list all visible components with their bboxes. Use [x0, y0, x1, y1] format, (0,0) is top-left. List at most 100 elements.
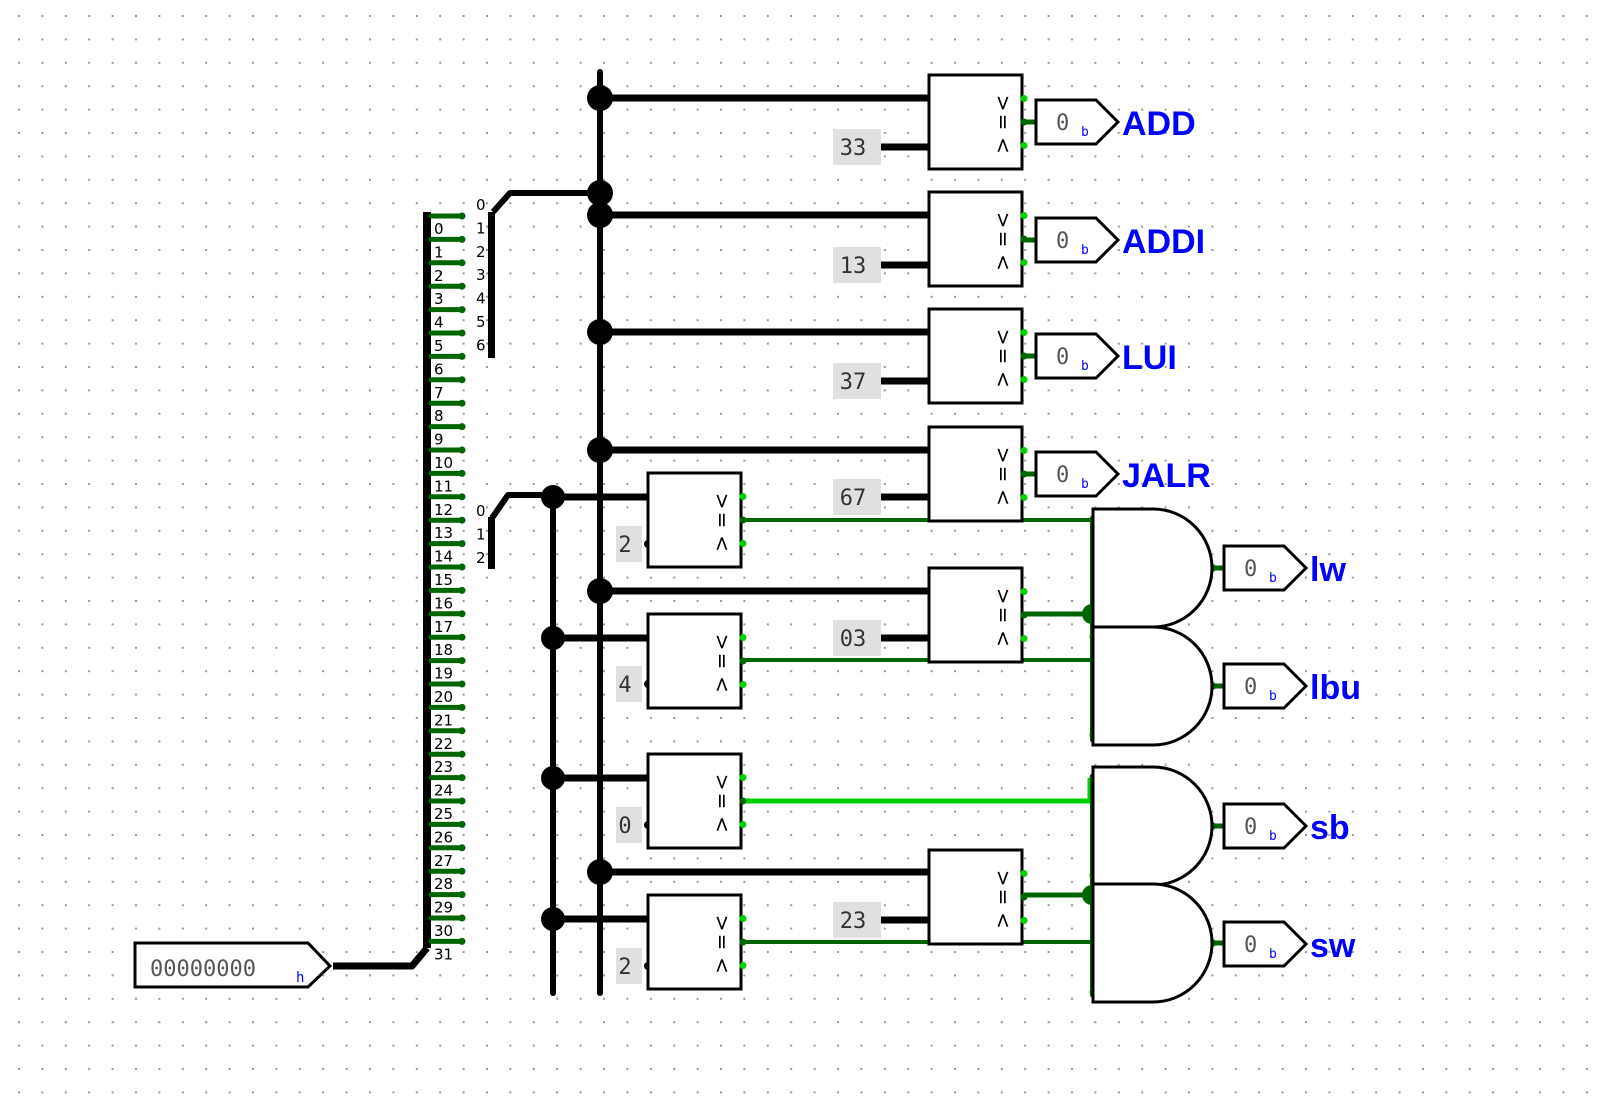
grid-dot: [252, 997, 254, 1000]
grid-dot: [1398, 1021, 1401, 1024]
grid-dot: [649, 342, 652, 345]
grid-dot: [883, 249, 886, 251]
grid-dot: [696, 1044, 699, 1047]
grid-dot: [696, 272, 699, 275]
grid-dot: [1422, 670, 1424, 673]
grid-dot: [977, 834, 980, 836]
grid-dot: [392, 249, 395, 251]
grid-dot: [1445, 366, 1448, 368]
output-pin-body[interactable]: [1034, 216, 1121, 264]
grid-dot: [392, 85, 395, 88]
comparator-symbol: <: [711, 957, 735, 974]
grid-dot: [603, 483, 605, 485]
output-pin-body[interactable]: [1034, 332, 1121, 380]
grid-dot: [579, 810, 582, 813]
grid-dot: [673, 15, 676, 17]
output-pin-body[interactable]: [1222, 920, 1309, 968]
grid-dot: [369, 1044, 371, 1047]
input-pin-body[interactable]: [133, 941, 333, 989]
grid-dot: [1305, 693, 1307, 696]
splitter-bit-label: 14: [434, 548, 453, 566]
grid-dot: [158, 15, 161, 17]
grid-dot: [1492, 740, 1495, 743]
grid-dot: [977, 178, 980, 181]
splitter-bit-label: 27: [434, 852, 453, 870]
grid-dot: [696, 225, 699, 228]
grid-dot: [1398, 646, 1401, 649]
output-pin-body[interactable]: [1222, 662, 1309, 710]
grid-dot: [1211, 1068, 1214, 1070]
grid-dot: [486, 740, 488, 743]
grid-dot: [1258, 1044, 1261, 1047]
grid-dot: [1047, 763, 1050, 766]
grid-dot: [1328, 202, 1331, 205]
comparator-symbol: =: [711, 793, 735, 810]
grid-dot: [1211, 623, 1214, 626]
grid-dot: [41, 132, 44, 134]
grid-dot: [181, 38, 184, 41]
grid-dot: [1468, 740, 1471, 743]
grid-dot: [1398, 670, 1401, 673]
output-pin-body[interactable]: [1034, 98, 1121, 146]
grid-dot: [1351, 857, 1354, 860]
grid-dot: [837, 1091, 839, 1094]
grid-dot: [1539, 880, 1541, 883]
grid-dot: [1422, 225, 1424, 228]
grid-dot: [1445, 108, 1448, 111]
grid-dot: [1585, 178, 1588, 181]
grid-dot: [1305, 295, 1307, 298]
grid-dot: [369, 717, 371, 719]
grid-dot: [1515, 366, 1518, 368]
grid-dot: [275, 623, 278, 626]
grid-dot: [345, 342, 348, 345]
grid-dot: [860, 342, 863, 345]
grid-dot: [1047, 155, 1050, 158]
grid-dot: [1164, 1091, 1167, 1094]
grid-dot: [1562, 646, 1565, 649]
grid-dot: [1562, 1091, 1565, 1094]
splitter-bit-label: 4: [434, 314, 444, 332]
grid-dot: [205, 646, 208, 649]
grid-dot: [1024, 927, 1027, 930]
grid-dot: [1492, 108, 1495, 111]
grid-dot: [556, 132, 559, 134]
grid-dot: [322, 132, 325, 134]
grid-dot: [1351, 483, 1354, 485]
grid-dot: [322, 1044, 325, 1047]
grid-dot: [626, 600, 629, 602]
grid-dot: [1351, 740, 1354, 743]
grid-dot: [1422, 927, 1424, 930]
output-pin-body[interactable]: [1222, 544, 1309, 592]
grid-dot: [135, 717, 137, 719]
grid-dot: [439, 178, 442, 181]
grid-dot: [837, 295, 839, 298]
grid-dot: [696, 178, 699, 181]
grid-dot: [415, 787, 418, 790]
grid-dot: [252, 155, 254, 158]
grid-dot: [1281, 880, 1284, 883]
grid-dot: [1585, 553, 1588, 556]
grid-dot: [532, 85, 535, 88]
grid-dot: [1000, 997, 1003, 1000]
grid-dot: [766, 1044, 769, 1047]
grid-dot: [462, 366, 465, 368]
grid-dot: [1188, 108, 1190, 111]
grid-dot: [1351, 202, 1354, 205]
grid-dot: [369, 529, 371, 532]
output-pin-body[interactable]: [1034, 450, 1121, 498]
output-pin-body[interactable]: [1222, 802, 1309, 850]
grid-dot: [1351, 623, 1354, 626]
grid-dot: [1398, 61, 1401, 64]
grid-dot: [930, 61, 933, 64]
grid-dot: [1000, 763, 1003, 766]
